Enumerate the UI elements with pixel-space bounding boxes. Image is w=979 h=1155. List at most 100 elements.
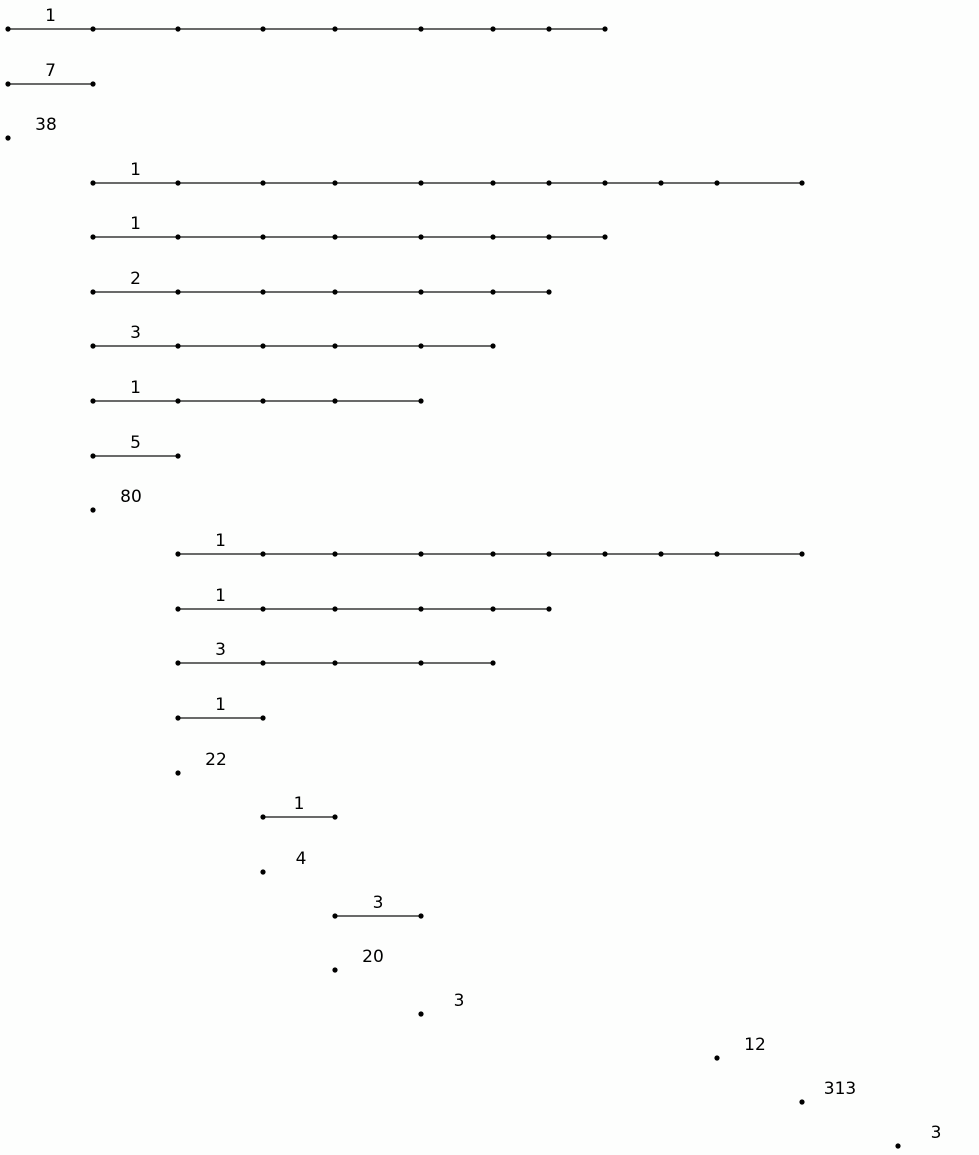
- node-dot: [418, 606, 424, 612]
- diagram-row: 1: [5, 6, 608, 32]
- node-dot: [418, 660, 424, 666]
- row-count-label: 3: [215, 640, 226, 660]
- node-dot: [418, 180, 424, 186]
- row-count-label: 313: [824, 1079, 856, 1099]
- node-dot: [175, 343, 181, 349]
- diagram-row: 22: [175, 750, 227, 776]
- node-dot: [175, 770, 181, 776]
- node-dot: [546, 180, 552, 186]
- node-dot: [90, 343, 96, 349]
- node-dot: [90, 398, 96, 404]
- node-dot: [175, 180, 181, 186]
- node-dot: [90, 234, 96, 240]
- diagram-row: 1: [260, 794, 338, 820]
- diagram-row: 1: [90, 214, 608, 240]
- node-dot: [418, 234, 424, 240]
- diagram-row: 5: [90, 433, 181, 459]
- node-dot: [332, 343, 338, 349]
- node-dot: [260, 289, 266, 295]
- diagram-row: 4: [260, 849, 306, 875]
- row-count-label: 3: [373, 893, 384, 913]
- node-dot: [260, 606, 266, 612]
- row-count-label: 20: [362, 947, 384, 967]
- node-dot: [546, 289, 552, 295]
- node-dot: [175, 715, 181, 721]
- node-dot: [418, 289, 424, 295]
- diagram-row: 12: [714, 1035, 766, 1061]
- node-dot: [799, 1099, 805, 1105]
- row-count-label: 1: [215, 586, 226, 606]
- diagram-row: 313: [799, 1079, 856, 1105]
- node-dot: [90, 81, 96, 87]
- node-dot: [490, 26, 496, 32]
- node-dot: [602, 26, 608, 32]
- node-dot: [260, 26, 266, 32]
- node-dot: [175, 660, 181, 666]
- node-dot: [658, 551, 664, 557]
- node-dot: [260, 551, 266, 557]
- node-dot: [90, 26, 96, 32]
- node-dot: [175, 289, 181, 295]
- diagram-row: 1: [90, 378, 424, 404]
- diagram-row: 3: [90, 323, 496, 349]
- node-dot: [418, 26, 424, 32]
- row-count-label: 2: [130, 269, 141, 289]
- diagram-row: 1: [90, 160, 805, 186]
- node-dot: [5, 26, 11, 32]
- node-dot: [490, 234, 496, 240]
- node-dot: [602, 180, 608, 186]
- node-dot: [546, 606, 552, 612]
- diagram-row: 2: [90, 269, 552, 295]
- node-dot: [490, 660, 496, 666]
- node-dot: [332, 967, 338, 973]
- diagram-row: 1: [175, 531, 805, 557]
- diagram-row: 80: [90, 487, 142, 513]
- node-dot: [332, 289, 338, 295]
- diagram-row: 7: [5, 61, 96, 87]
- row-count-label: 1: [130, 378, 141, 398]
- node-dot: [332, 660, 338, 666]
- row-count-label: 3: [454, 991, 465, 1011]
- row-count-label: 1: [294, 794, 305, 814]
- row-count-label: 1: [130, 160, 141, 180]
- row-count-label: 38: [35, 115, 57, 135]
- node-dot: [5, 81, 11, 87]
- node-dot: [546, 551, 552, 557]
- node-dot: [260, 398, 266, 404]
- node-dot: [490, 606, 496, 612]
- row-count-label: 1: [215, 695, 226, 715]
- node-dot: [895, 1143, 901, 1149]
- node-dot: [175, 453, 181, 459]
- node-dot: [490, 180, 496, 186]
- node-dot: [5, 135, 11, 141]
- diagram-row: 1: [175, 695, 266, 721]
- node-dot: [332, 551, 338, 557]
- node-dot: [490, 343, 496, 349]
- node-dot: [546, 26, 552, 32]
- row-count-label: 1: [215, 531, 226, 551]
- row-count-label: 1: [130, 214, 141, 234]
- node-dot: [260, 814, 266, 820]
- node-dot: [546, 234, 552, 240]
- node-dot: [658, 180, 664, 186]
- diagram-row: 3: [332, 893, 424, 919]
- node-dot: [799, 180, 805, 186]
- row-count-label: 12: [744, 1035, 766, 1055]
- diagram-row: 3: [418, 991, 464, 1017]
- node-dot: [799, 551, 805, 557]
- diagram-row: 3: [895, 1123, 941, 1149]
- node-dot: [602, 551, 608, 557]
- node-dot: [175, 551, 181, 557]
- node-dot: [332, 234, 338, 240]
- node-dot: [90, 453, 96, 459]
- node-dot: [418, 398, 424, 404]
- row-count-label: 7: [45, 61, 56, 81]
- node-dot: [332, 913, 338, 919]
- node-dot: [175, 234, 181, 240]
- node-dot: [260, 660, 266, 666]
- row-count-label: 22: [205, 750, 227, 770]
- node-dot: [90, 507, 96, 513]
- node-dot: [714, 551, 720, 557]
